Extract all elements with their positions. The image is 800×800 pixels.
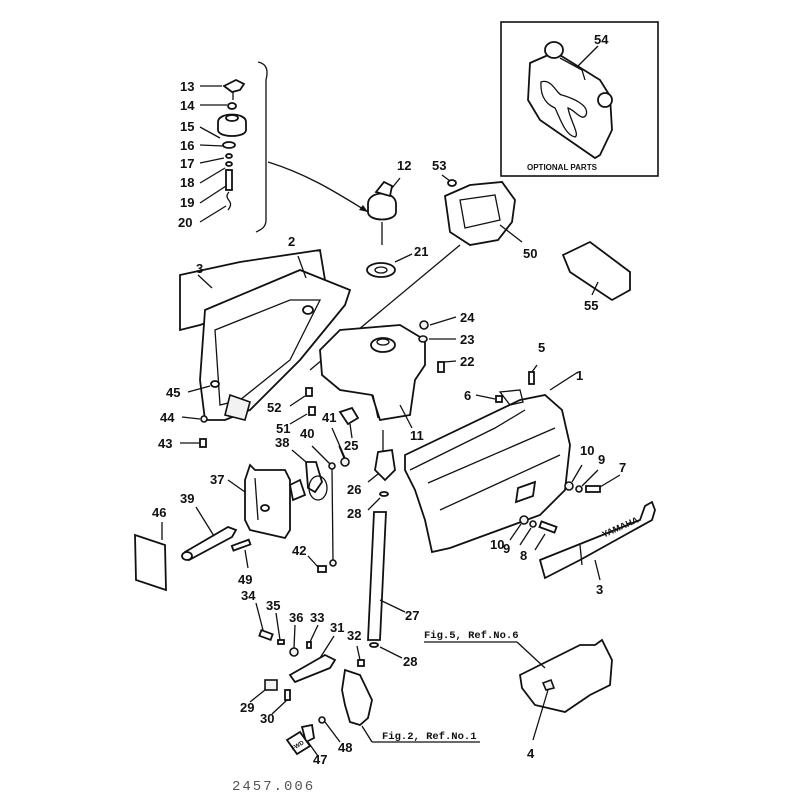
part-label-9-bottom: 9 bbox=[503, 541, 510, 556]
reference-fig2: Fig.2, Ref.No.1 bbox=[382, 731, 477, 743]
part-label-12: 12 bbox=[397, 158, 411, 173]
part-label-2: 2 bbox=[288, 234, 295, 249]
part-label-18: 18 bbox=[180, 175, 194, 190]
part-label-22: 22 bbox=[460, 354, 474, 369]
part-label-13: 13 bbox=[180, 79, 194, 94]
fuel-hose-27: 27 28 bbox=[367, 511, 419, 669]
cover-2: 2 3 45 44 43 bbox=[158, 234, 352, 451]
fuel-tank-11: 11 24 23 22 bbox=[319, 310, 475, 443]
part-label-19: 19 bbox=[180, 195, 194, 210]
part-label-9-top: 9 bbox=[598, 452, 605, 467]
part-55: 55 bbox=[561, 240, 631, 313]
part-label-31: 31 bbox=[330, 620, 344, 635]
optional-parts-box: 54 OPTIONAL PARTS bbox=[500, 21, 659, 177]
part-label-52: 52 bbox=[267, 400, 281, 415]
part-label-3-right: 3 bbox=[596, 582, 603, 597]
part-label-24: 24 bbox=[460, 310, 475, 325]
part-label-6: 6 bbox=[464, 388, 471, 403]
part-label-16: 16 bbox=[180, 138, 194, 153]
part-label-10-bottom: 10 bbox=[490, 537, 504, 552]
part-label-49: 49 bbox=[238, 572, 252, 587]
part-label-27: 27 bbox=[405, 608, 419, 623]
part-label-42: 42 bbox=[292, 543, 306, 558]
part-label-15: 15 bbox=[180, 119, 194, 134]
part-label-32: 32 bbox=[347, 628, 361, 643]
part-label-35: 35 bbox=[266, 598, 280, 613]
part-label-38: 38 bbox=[275, 435, 289, 450]
part-label-10-top: 10 bbox=[580, 443, 594, 458]
part-label-37: 37 bbox=[210, 472, 224, 487]
part-label-43: 43 bbox=[158, 436, 172, 451]
part-label-40: 40 bbox=[300, 426, 314, 441]
part-label-4: 4 bbox=[527, 746, 535, 761]
fuel-cock-26: 26 28 bbox=[347, 430, 396, 521]
fwd-badge: FWD bbox=[285, 730, 312, 756]
part-label-3-left: 3 bbox=[196, 261, 203, 276]
part-label-23: 23 bbox=[460, 332, 474, 347]
part-label-34: 34 bbox=[241, 588, 256, 603]
part-label-50: 50 bbox=[523, 246, 537, 261]
part-label-17: 17 bbox=[180, 156, 194, 171]
part-4: 4 Fig.5, Ref.No.6 bbox=[424, 630, 613, 761]
part-label-54: 54 bbox=[594, 32, 609, 47]
part-label-36: 36 bbox=[289, 610, 303, 625]
part-label-33: 33 bbox=[310, 610, 324, 625]
part-label-46: 46 bbox=[152, 505, 166, 520]
part-label-28-top: 28 bbox=[347, 506, 361, 521]
fuel-cap-12: 12 bbox=[367, 158, 411, 245]
part-label-44: 44 bbox=[160, 410, 175, 425]
part-label-39: 39 bbox=[180, 491, 194, 506]
part-label-25: 25 bbox=[344, 438, 358, 453]
small-parts-center: 52 51 40 41 25 bbox=[267, 387, 360, 467]
part-label-41: 41 bbox=[322, 410, 336, 425]
bracket-50: 50 53 bbox=[432, 158, 537, 261]
part-label-53: 53 bbox=[432, 158, 446, 173]
part-label-8: 8 bbox=[520, 548, 527, 563]
reference-fig5: Fig.5, Ref.No.6 bbox=[424, 630, 519, 642]
part-label-11: 11 bbox=[410, 428, 424, 443]
cover-1: 1 5 6 bbox=[404, 340, 583, 554]
linkage-assembly: 34 35 36 33 31 32 29 30 47 48 Fig.2, Ref… bbox=[240, 588, 480, 767]
part-label-51: 51 bbox=[276, 421, 290, 436]
part-label-7: 7 bbox=[619, 460, 626, 475]
fasteners-right: 10 9 7 10 9 8 bbox=[490, 443, 626, 563]
part-label-20: 20 bbox=[178, 215, 192, 230]
part-label-30: 30 bbox=[260, 711, 274, 726]
part-label-48: 48 bbox=[338, 740, 352, 755]
part-label-55: 55 bbox=[584, 298, 598, 313]
bracket-assembly-left: 37 38 39 46 49 42 bbox=[134, 435, 345, 592]
fuel-can-54 bbox=[527, 41, 613, 160]
fuel-cap-assembly: 13 14 15 16 17 18 19 20 bbox=[178, 61, 268, 233]
yamaha-decal-strip-3: YAMAHA 3 bbox=[538, 500, 656, 597]
part-label-1: 1 bbox=[576, 368, 583, 383]
part-label-21: 21 bbox=[414, 244, 428, 259]
part-label-5: 5 bbox=[538, 340, 545, 355]
part-label-14: 14 bbox=[180, 98, 195, 113]
part-label-26: 26 bbox=[347, 482, 361, 497]
part-label-29: 29 bbox=[240, 700, 254, 715]
optional-parts-label: OPTIONAL PARTS bbox=[527, 163, 598, 172]
part-label-28-bottom: 28 bbox=[403, 654, 417, 669]
part-label-47: 47 bbox=[313, 752, 327, 767]
part-label-45: 45 bbox=[166, 385, 180, 400]
footer-code: 2457.006 bbox=[232, 779, 315, 795]
